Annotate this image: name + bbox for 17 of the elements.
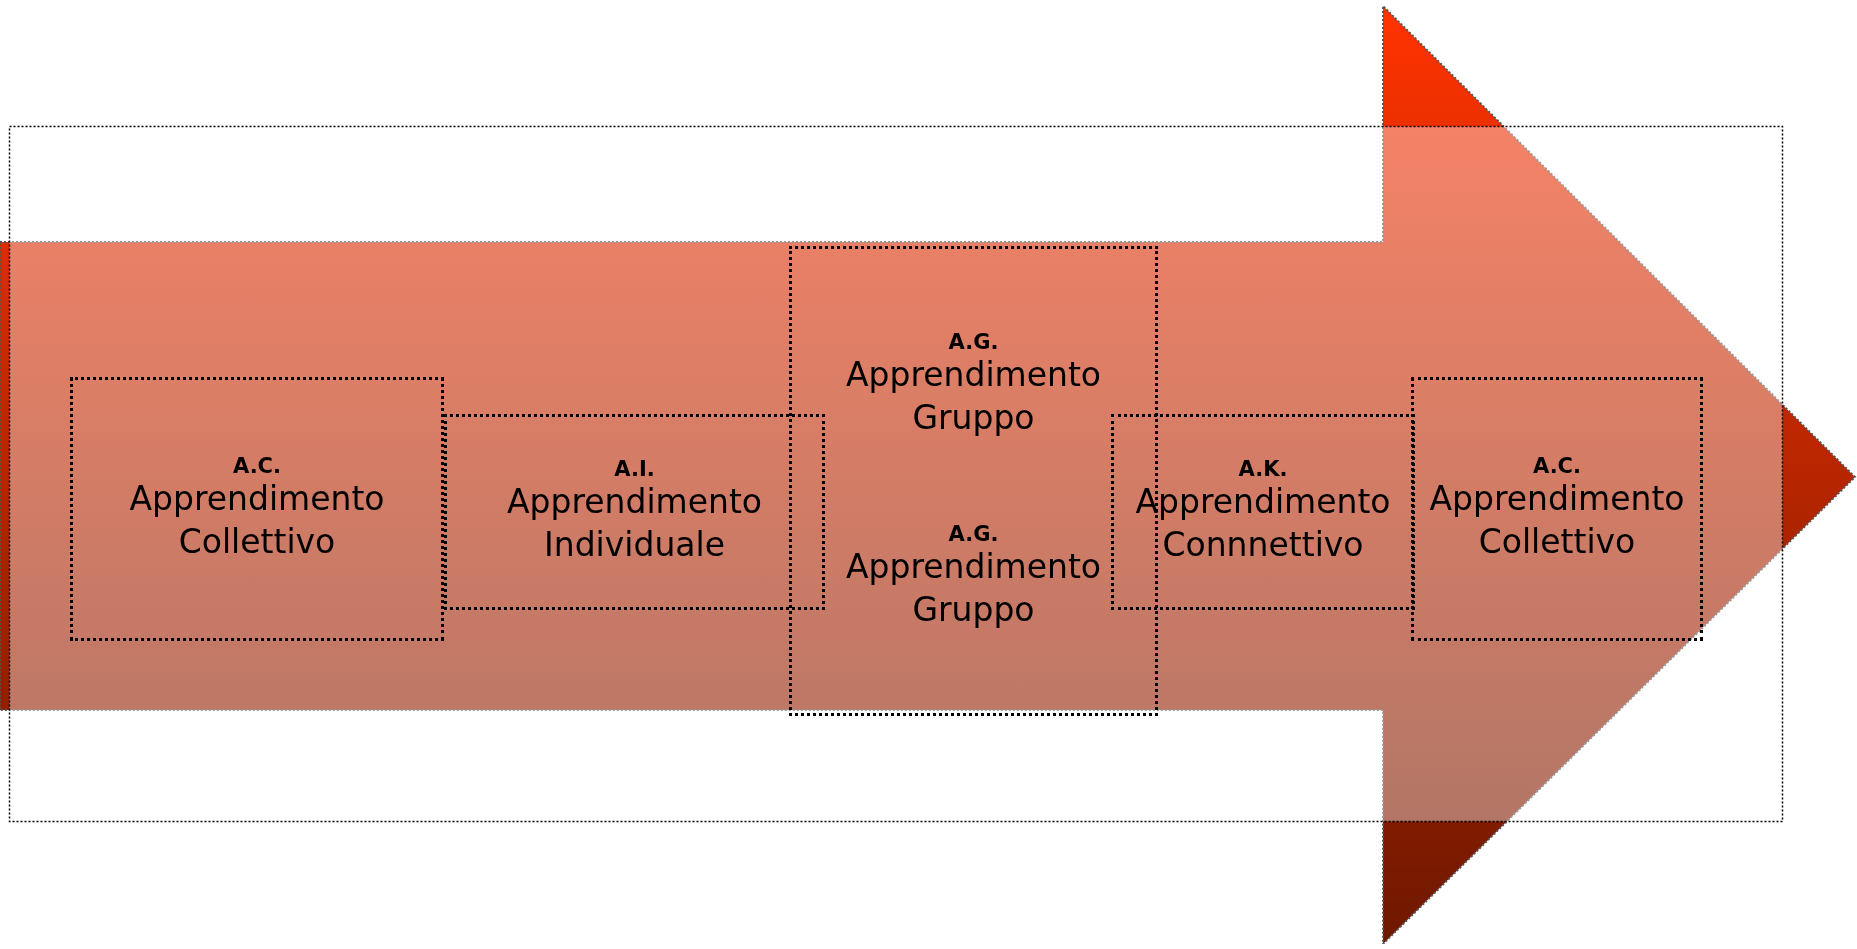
- box-title: Apprendimento Individuale: [505, 481, 764, 566]
- box-title: Apprendimento Collettivo: [128, 478, 386, 563]
- abbreviation-label: A.G.: [948, 330, 999, 355]
- box-title: Apprendimento Connnettivo: [1134, 481, 1392, 566]
- big-arrow: [0, 6, 1857, 944]
- box-title: Apprendimento Gruppo: [844, 354, 1103, 440]
- abbreviation-label: A.C.: [1533, 454, 1581, 479]
- abbreviation-label: A.G.: [948, 521, 999, 546]
- learning-box: [444, 414, 825, 610]
- abbreviation-label: A.K.: [1238, 457, 1288, 482]
- box-title: Apprendimento Gruppo: [844, 545, 1103, 631]
- box-title: Apprendimento Collettivo: [1428, 478, 1686, 563]
- learning-box: [70, 377, 444, 641]
- abbreviation-label: A.C.: [233, 454, 281, 479]
- abbreviation-label: A.I.: [614, 457, 655, 482]
- learning-box: [1111, 414, 1415, 610]
- learning-box: [1411, 377, 1703, 641]
